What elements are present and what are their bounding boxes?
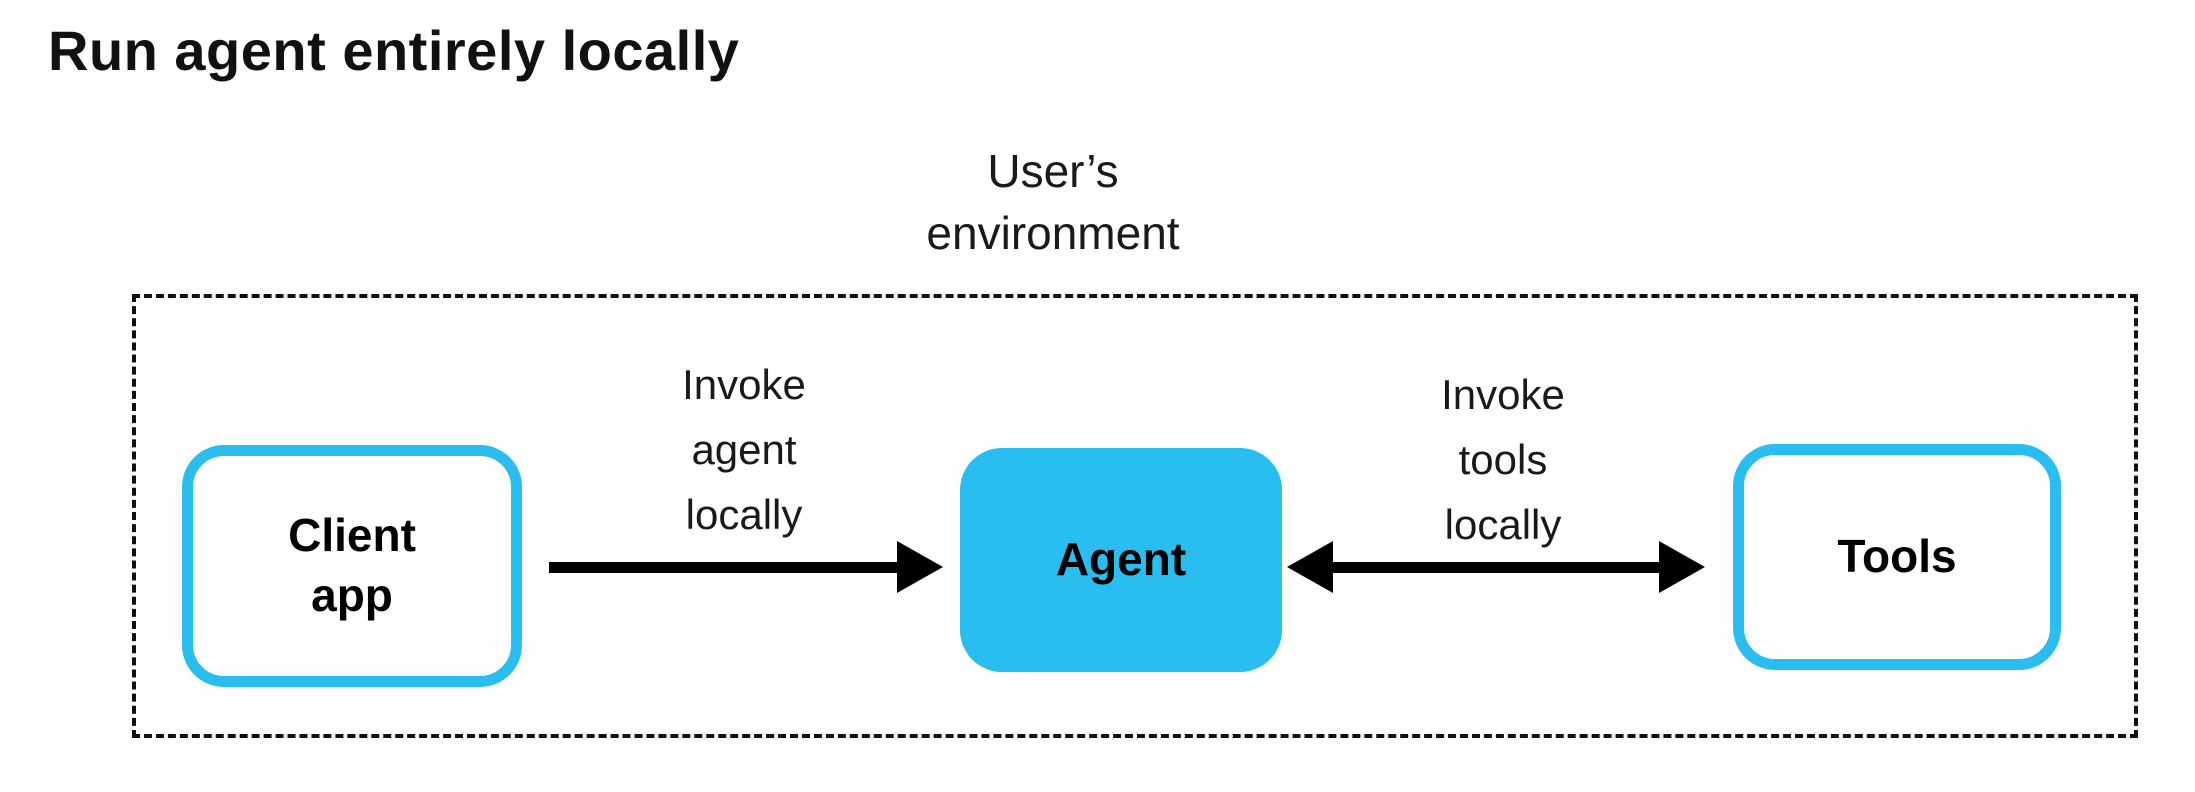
arrowhead-left-icon [1287,541,1333,593]
arrow-agent-tools-bidirectional [1287,541,1705,593]
node-client-app: Client app [182,445,522,687]
environment-label: User’s environment [926,145,1180,260]
page-title: Run agent entirely locally [48,19,740,82]
arrow-shaft [1333,561,1659,573]
arrowhead-right-icon [1659,541,1705,593]
label-invoke-tools-locally: Invoke tools locally [1441,371,1565,549]
arrowhead-right-icon [897,541,943,593]
node-agent: Agent [960,448,1282,672]
arrow-client-to-agent [549,541,943,593]
label-invoke-agent-locally: Invoke agent locally [682,361,806,539]
node-tools: Tools [1733,444,2061,670]
arrow-shaft [549,561,897,573]
environment-boundary-box [132,294,2138,738]
